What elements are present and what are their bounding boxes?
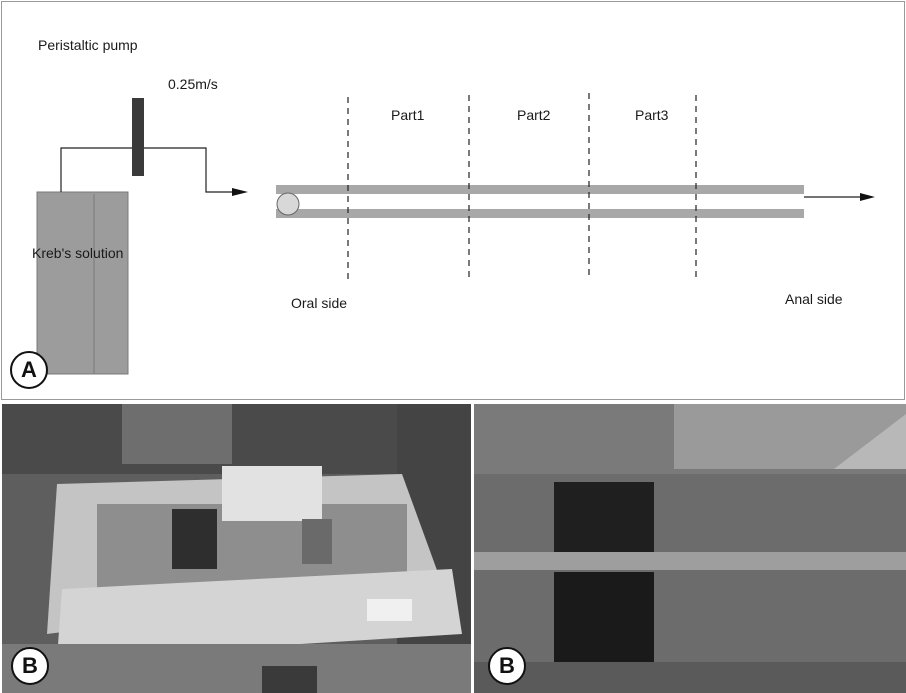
flow-rate-label: 0.25m/s: [168, 76, 218, 92]
photo-apparatus-overview: B: [2, 404, 471, 693]
reservoir-label: Kreb's solution: [32, 245, 124, 261]
tube-lower-wall: [276, 209, 804, 218]
bead: [276, 192, 300, 216]
closeup-photo: [474, 404, 906, 693]
reservoir-container: [36, 191, 129, 375]
photo-closeup: B: [474, 404, 906, 693]
tube-upper-wall: [276, 185, 804, 194]
panel-b-right-badge: B: [488, 647, 526, 685]
photo-divider: [471, 404, 474, 693]
oral-side-label: Oral side: [291, 295, 348, 311]
panel-a-schematic: Peristaltic pump 0.25m/s Kreb's solution…: [1, 1, 905, 400]
pump-body: [132, 98, 144, 176]
part1-label: Part1: [391, 107, 425, 123]
outlet-arrowhead: [860, 193, 875, 201]
part3-label: Part3: [635, 107, 669, 123]
schematic-drawing: [36, 93, 875, 375]
panel-a-badge: A: [10, 351, 48, 389]
pump-label: Peristaltic pump: [38, 37, 138, 53]
part2-label: Part2: [517, 107, 551, 123]
feed-line: [60, 147, 232, 193]
anal-side-label: Anal side: [785, 291, 843, 307]
panel-b-left-badge: B: [11, 647, 49, 685]
apparatus-photo: [2, 404, 471, 693]
inlet-arrowhead: [232, 188, 248, 196]
